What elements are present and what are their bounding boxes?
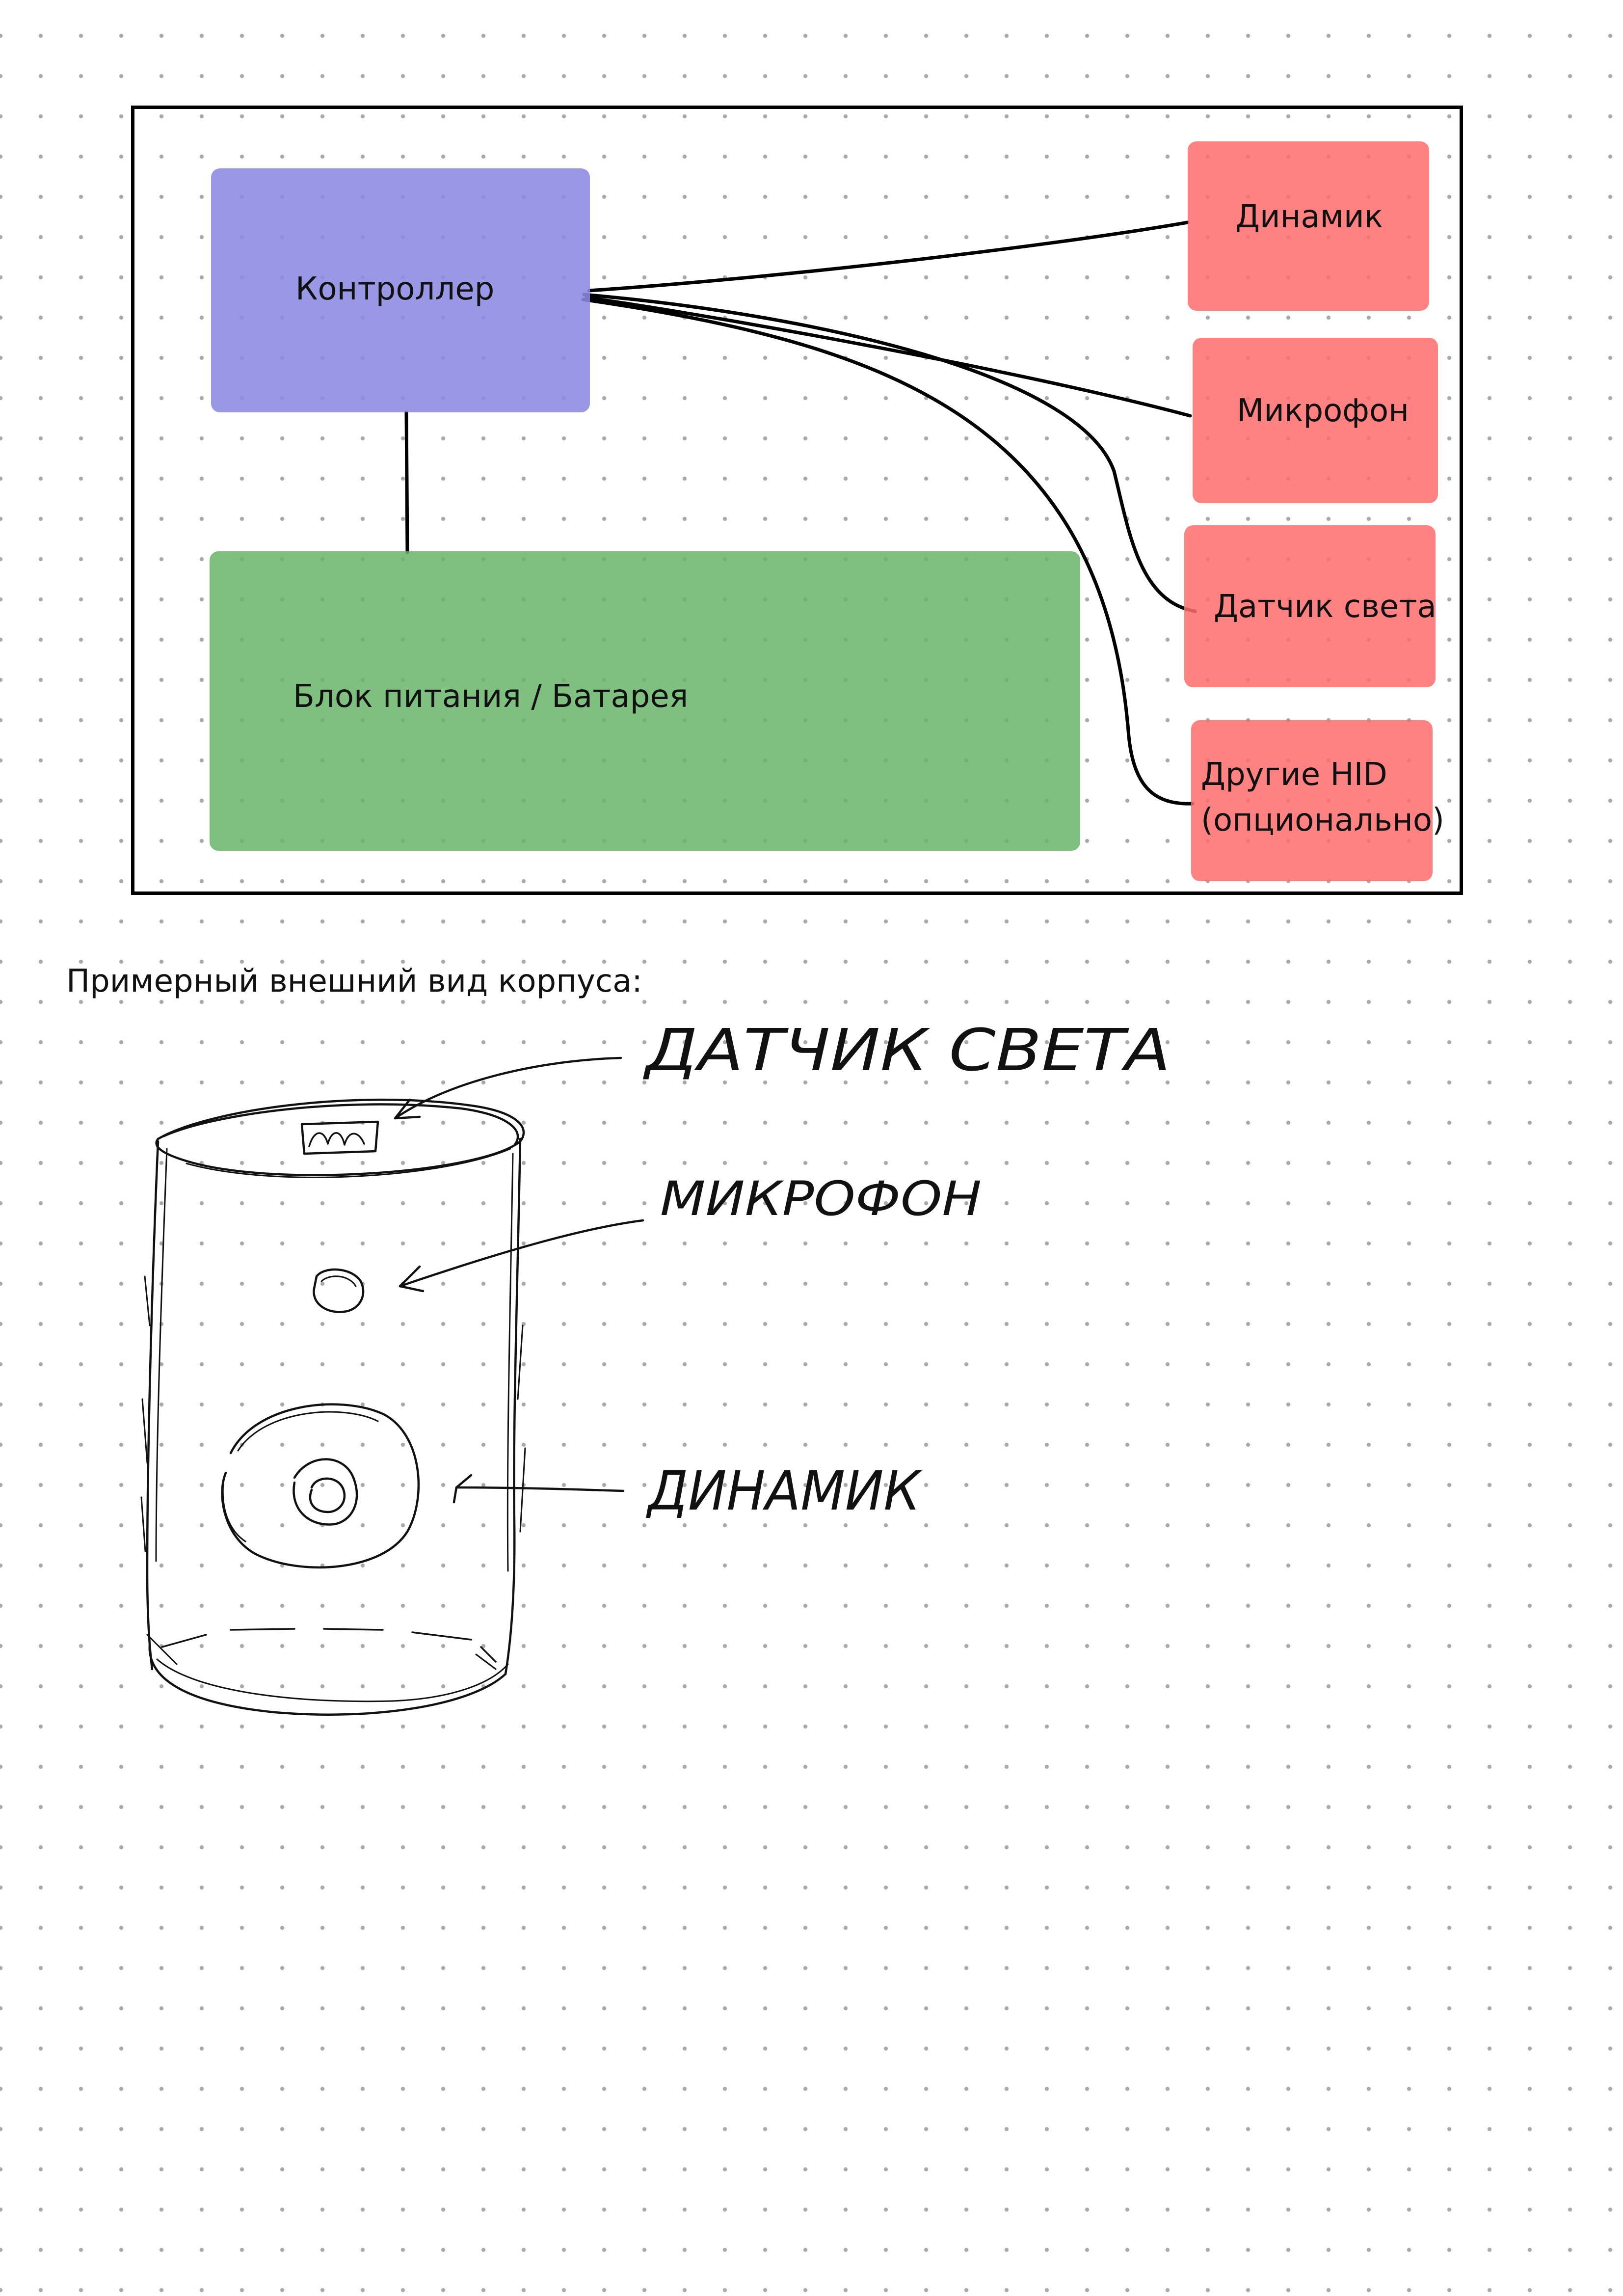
sketch-label-microphone: МИКРОФОН bbox=[660, 1171, 982, 1226]
microphone-label: Микрофон bbox=[1237, 393, 1409, 429]
case-caption: Примерный внешний вид корпуса: bbox=[66, 963, 642, 999]
microphone-block: Микрофон bbox=[1193, 338, 1438, 503]
cylinder-right-side bbox=[504, 1137, 522, 1675]
speaker-inner-ring bbox=[309, 1477, 346, 1513]
cylinder-bottom-outline bbox=[148, 1643, 507, 1716]
arrow-speaker bbox=[455, 1486, 625, 1492]
power-label: Блок питания / Батарея bbox=[293, 678, 689, 715]
controller-label: Контроллер bbox=[295, 271, 495, 307]
other-hid-block: Другие HID (опционально) bbox=[1191, 720, 1444, 881]
light-sensor-window bbox=[300, 1120, 379, 1155]
other-hid-label: Другие HID (опционально) bbox=[1201, 756, 1444, 838]
speaker-label: Динамик bbox=[1235, 199, 1384, 235]
light-sensor-label: Датчик света bbox=[1214, 589, 1437, 625]
cylinder-top-outline bbox=[155, 1098, 525, 1176]
light-sensor-block: Датчик света bbox=[1184, 525, 1437, 687]
diagram-frame bbox=[131, 106, 1463, 895]
arrow-microphone bbox=[399, 1219, 644, 1288]
microphone-hole bbox=[313, 1268, 365, 1313]
power-block: Блок питания / Батарея bbox=[210, 551, 1080, 851]
speaker-block: Динамик bbox=[1188, 141, 1429, 311]
speaker-outer-ring bbox=[221, 1403, 420, 1569]
sketch-label-light-sensor: ДАТЧИК СВЕТА bbox=[642, 1016, 1171, 1084]
sketch-label-speaker: ДИНАМИК bbox=[645, 1459, 922, 1522]
cylinder-left-side bbox=[146, 1140, 160, 1671]
arrow-light-sensor bbox=[394, 1056, 622, 1120]
controller-block: Контроллер bbox=[211, 168, 590, 412]
speaker-middle-ring bbox=[293, 1458, 358, 1526]
